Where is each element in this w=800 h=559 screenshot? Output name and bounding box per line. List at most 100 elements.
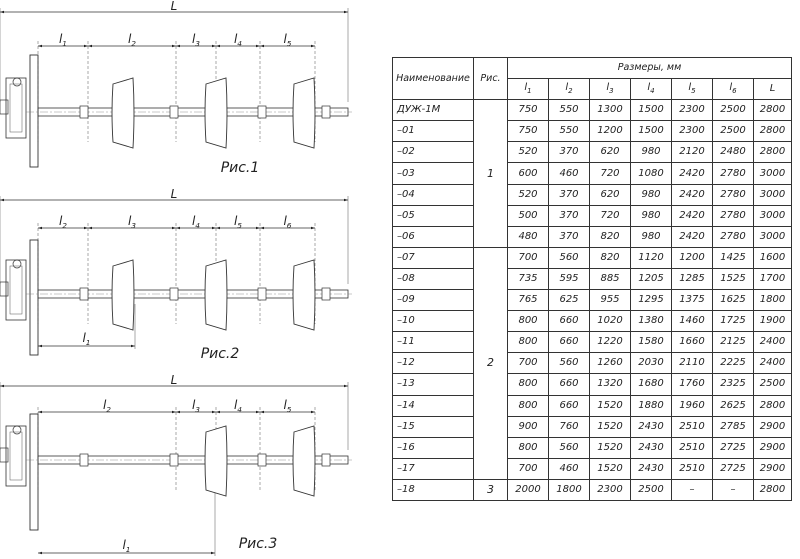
coupling <box>169 453 179 467</box>
cell-l4: 1120 <box>630 246 672 269</box>
cell-l2: 660 <box>548 331 590 354</box>
cell-l2: 370 <box>548 141 590 164</box>
cell-l3: 2300 <box>589 478 631 501</box>
row-name: –14 <box>392 394 474 417</box>
coupling <box>79 287 89 301</box>
cell-l2: 660 <box>548 394 590 417</box>
cell-l6: 2480 <box>712 141 754 164</box>
coupling <box>169 105 179 119</box>
housing <box>5 259 27 321</box>
cell-l3: 1020 <box>589 310 631 333</box>
cell-l2: 595 <box>548 267 590 291</box>
dimension-label: l5 <box>283 398 291 414</box>
cell-L: 2800 <box>753 141 792 164</box>
figure-number: 2 <box>473 246 508 480</box>
column-header-l3: l3 <box>589 78 631 101</box>
dimension-label: l4 <box>234 32 242 48</box>
cell-L: 1700 <box>753 267 792 291</box>
coupling <box>321 105 331 119</box>
dimension-label: l1 <box>59 32 67 48</box>
cell-l1: 700 <box>507 457 549 480</box>
cell-l2: 370 <box>548 204 590 227</box>
cell-l6: 2780 <box>712 162 754 185</box>
cell-l5: 1760 <box>671 373 713 396</box>
cell-l3: 720 <box>589 204 631 227</box>
row-name: –09 <box>392 289 474 312</box>
cell-l1: 2000 <box>507 478 549 501</box>
cell-l4: 2030 <box>630 352 672 375</box>
cell-L: 3000 <box>753 225 792 248</box>
cell-l5: 2420 <box>671 225 713 248</box>
dimension-label: l4 <box>192 214 200 230</box>
connector <box>0 447 9 463</box>
dimension-label: l3 <box>192 32 200 48</box>
cell-l3: 1300 <box>589 99 631 122</box>
cell-l6: 2780 <box>712 204 754 227</box>
cell-l4: 1380 <box>630 310 672 333</box>
column-header-l1: l1 <box>507 78 549 101</box>
cell-l5: 2510 <box>671 436 713 459</box>
column-header-l5: l5 <box>671 78 713 101</box>
cell-l4: 980 <box>630 141 672 164</box>
cell-l2: 560 <box>548 352 590 375</box>
gland <box>12 425 22 435</box>
flange <box>29 54 39 168</box>
dimension-label: l2 <box>59 214 67 230</box>
cell-l1: 520 <box>507 141 549 164</box>
cell-L: 3000 <box>753 162 792 185</box>
housing <box>5 77 27 139</box>
cell-l4: 2430 <box>630 457 672 480</box>
cell-l2: 560 <box>548 436 590 459</box>
cell-l5: 1960 <box>671 394 713 417</box>
cell-l3: 1260 <box>589 352 631 375</box>
row-name: –13 <box>392 373 474 396</box>
cell-l4: 1680 <box>630 373 672 396</box>
cell-L: 2900 <box>753 457 792 480</box>
cell-l5: – <box>671 478 713 501</box>
cell-l3: 1520 <box>589 394 631 417</box>
cell-l2: 560 <box>548 246 590 269</box>
dimension-label: l3 <box>192 398 200 414</box>
figure-caption: Рис.2 <box>201 346 240 362</box>
blade <box>292 77 316 149</box>
cell-l6: 2125 <box>712 331 754 354</box>
coupling <box>257 105 267 119</box>
cell-l2: 760 <box>548 415 590 438</box>
cell-l3: 1220 <box>589 331 631 354</box>
row-name: –03 <box>392 162 474 185</box>
row-name: –16 <box>392 436 474 459</box>
cell-l3: 1520 <box>589 415 631 438</box>
cell-l6: 2780 <box>712 225 754 248</box>
coupling <box>169 287 179 301</box>
cell-l2: 660 <box>548 373 590 396</box>
row-name: –04 <box>392 183 474 206</box>
row-name: –15 <box>392 415 474 438</box>
dimension-label-L: L <box>171 373 178 387</box>
connector <box>0 99 9 115</box>
cell-l4: 1580 <box>630 331 672 354</box>
flange <box>29 239 39 356</box>
cell-l1: 600 <box>507 162 549 185</box>
cell-l4: 1500 <box>630 120 672 143</box>
cell-L: 1600 <box>753 246 792 269</box>
header-figure: Рис. <box>473 56 508 101</box>
cell-l1: 800 <box>507 436 549 459</box>
coupling <box>79 453 89 467</box>
cell-l1: 800 <box>507 394 549 417</box>
cell-l5: 2300 <box>671 99 713 122</box>
cell-l3: 885 <box>589 267 631 291</box>
coupling <box>321 453 331 467</box>
cell-l6: 2500 <box>712 99 754 122</box>
